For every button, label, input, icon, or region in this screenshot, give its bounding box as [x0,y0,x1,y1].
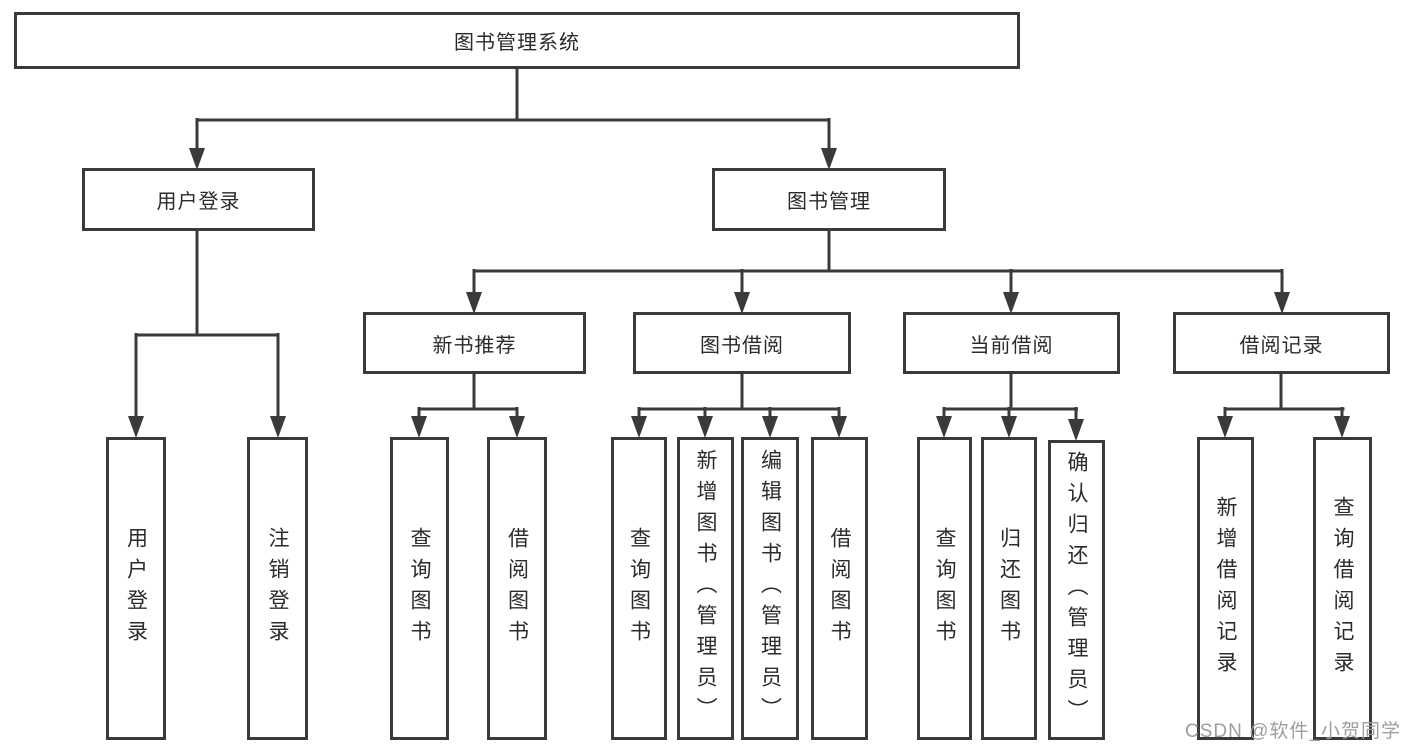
leaf-edit-book-admin: 编辑图书（管理员） [741,437,799,740]
node-new-book-rec: 新书推荐 [363,312,586,374]
leaf-user-login-label: 用户登录 [124,526,148,651]
edge-new-book-rec-to-leaves [411,373,525,438]
node-borrow-record-label: 借阅记录 [1239,334,1324,357]
node-root-label: 图书管理系统 [454,32,580,54]
leaf-query-borrow-record-label: 查询借阅记录 [1331,495,1354,682]
edge-current-borrow-to-leaves [936,373,1084,441]
node-user-login: 用户登录 [82,168,315,231]
leaf-query-book-current: 查询图书 [917,437,972,740]
node-user-login-label: 用户登录 [156,191,241,213]
edge-book-borrow-to-leaves [631,373,847,438]
leaf-user-login: 用户登录 [106,437,166,740]
csdn-watermark: CSDN @软件_小贺同学 [1185,721,1401,742]
leaf-query-book-newrec-label: 查询图书 [408,526,431,651]
leaf-return-book-label: 归还图书 [997,526,1021,651]
leaf-borrow-book-borrow: 借阅图书 [811,437,868,740]
node-root: 图书管理系统 [14,12,1020,69]
node-book-borrow-label: 图书借阅 [700,334,784,357]
leaf-query-book-newrec: 查询图书 [390,437,449,740]
leaf-add-book-admin: 新增图书（管理员） [677,437,734,740]
leaf-query-book-borrow: 查询图书 [611,437,667,740]
node-current-borrow: 当前借阅 [903,312,1120,374]
leaf-borrow-book-newrec-label: 借阅图书 [505,526,529,651]
leaf-return-book: 归还图书 [981,437,1037,740]
leaf-query-book-current-label: 查询图书 [933,526,956,651]
edge-borrow-record-to-leaves [1217,373,1350,438]
leaf-add-borrow-record: 新增借阅记录 [1197,437,1254,740]
leaf-confirm-return-admin-label: 确认归还（管理员） [1065,450,1088,730]
leaf-query-borrow-record: 查询借阅记录 [1313,437,1372,740]
node-book-mgmt-label: 图书管理 [787,191,871,213]
leaf-add-borrow-record-label: 新增借阅记录 [1214,495,1237,682]
leaf-add-book-admin-label: 新增图书（管理员） [694,449,717,728]
edge-root-to-level2 [189,68,837,170]
node-current-borrow-label: 当前借阅 [969,334,1054,357]
node-new-book-rec-label: 新书推荐 [432,334,517,357]
leaf-confirm-return-admin: 确认归还（管理员） [1048,440,1105,740]
node-book-mgmt: 图书管理 [712,168,946,231]
leaf-logout-login-label: 注销登录 [266,526,289,651]
node-borrow-record: 借阅记录 [1173,312,1390,374]
leaf-borrow-book-borrow-label: 借阅图书 [828,526,851,651]
leaf-query-book-borrow-label: 查询图书 [627,526,651,651]
leaf-edit-book-admin-label: 编辑图书（管理员） [758,449,782,728]
edge-book-mgmt-to-level3 [466,230,1290,314]
edge-user-login-to-leaves [128,230,286,438]
leaf-borrow-book-newrec: 借阅图书 [487,437,547,740]
node-book-borrow: 图书借阅 [633,312,851,374]
leaf-logout-login: 注销登录 [247,437,308,740]
